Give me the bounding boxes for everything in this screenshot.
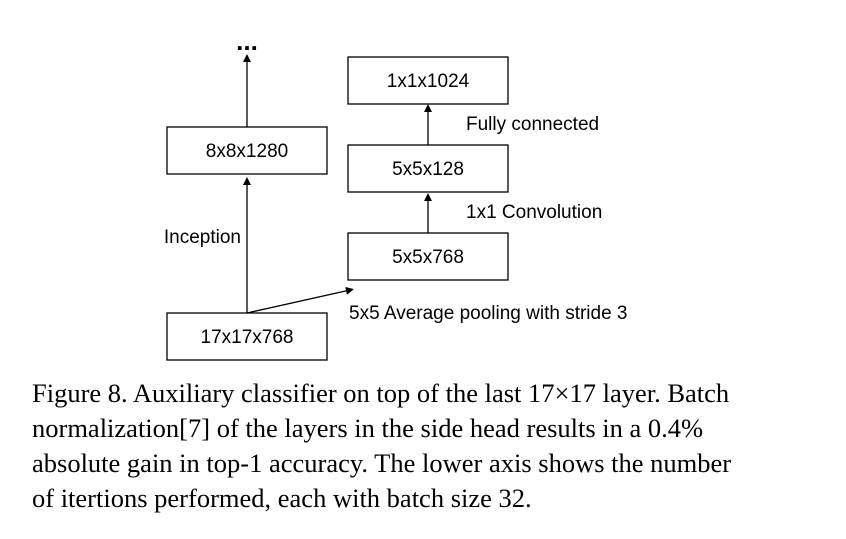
node-5x5x768-label: 5x5x768 [392,247,464,268]
edge-label-fc: Fully connected [466,114,599,135]
edge-label-avgpool: 5x5 Average pooling with stride 3 [349,303,628,324]
node-17x17x768: 17x17x768 [166,312,328,361]
node-17x17x768-label: 17x17x768 [201,327,294,348]
node-5x5x128: 5x5x128 [347,144,509,193]
caption-line-4: of itertions performed, each with batch … [32,483,532,513]
caption-line-1: Figure 8. Auxiliary classifier on top of… [32,378,730,408]
node-1x1x1024: 1x1x1024 [347,56,509,105]
caption-line-3: absolute gain in top-1 accuracy. The low… [32,448,732,478]
edge-label-conv: 1x1 Convolution [466,202,602,223]
node-8x8x1280-label: 8x8x1280 [206,141,288,162]
figure-caption: Figure 8. Auxiliary classifier on top of… [32,376,812,516]
continuation-dots: ... [236,26,258,56]
node-5x5x768: 5x5x768 [347,232,509,281]
arrow-17x17-to-5x5x768 [246,286,354,314]
auxiliary-classifier-diagram: ... 17x17x768 8x8x1280 5x5x768 5x5x128 1… [164,26,628,361]
node-8x8x1280: 8x8x1280 [166,126,328,175]
caption-line-2: normalization[7] of the layers in the si… [32,413,704,443]
node-1x1x1024-label: 1x1x1024 [387,71,470,92]
node-5x5x128-label: 5x5x128 [392,159,464,180]
edge-label-inception: Inception [164,227,241,248]
